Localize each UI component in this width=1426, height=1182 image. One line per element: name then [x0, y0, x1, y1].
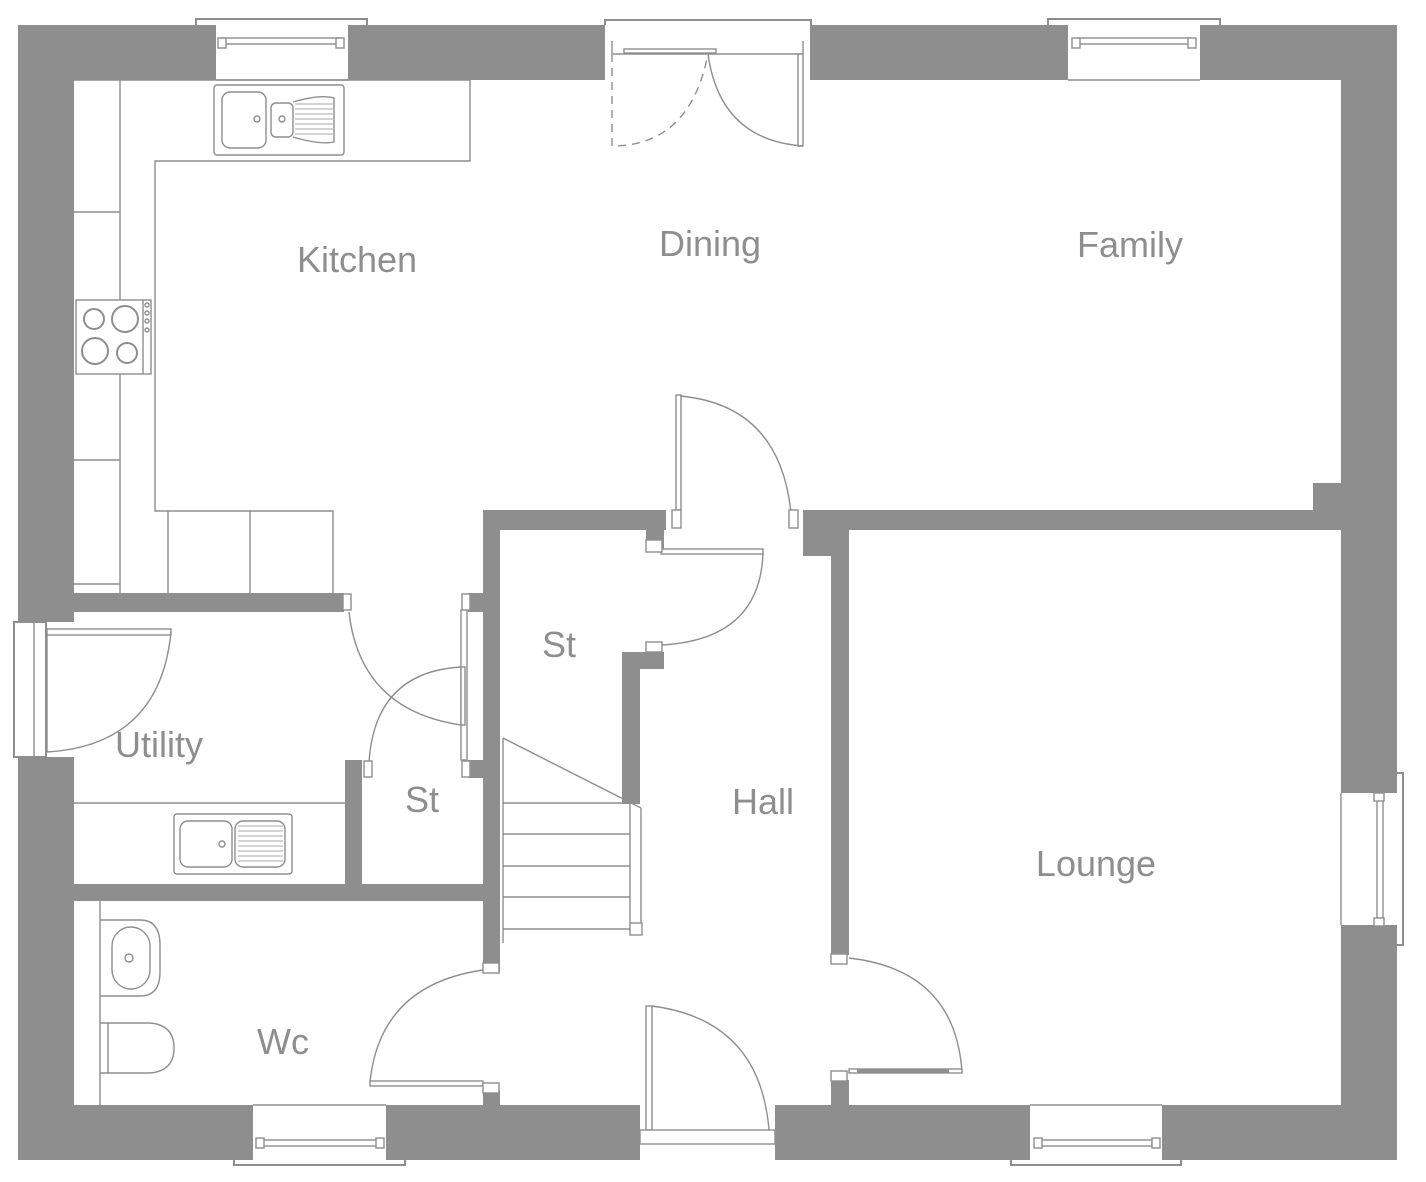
door-wc [369, 962, 500, 1094]
windows [195, 18, 1404, 1166]
outer-walls [18, 25, 1397, 1160]
room-label-hall: Hall [731, 781, 795, 822]
room-label-lounge: Lounge [1035, 843, 1157, 884]
room-label-utility: Utility [115, 724, 203, 765]
window-wc [233, 1104, 406, 1166]
kitchen-sink [213, 84, 345, 156]
window-kitchen [195, 18, 368, 81]
utility-sink [173, 813, 293, 875]
window-family [1047, 18, 1221, 81]
door-kitchen-utility [342, 593, 462, 726]
wc-basin [100, 919, 161, 997]
room-label-kitchen: Kitchen [296, 239, 418, 280]
window-lounge-front [1010, 1104, 1182, 1166]
room-label-store-upper: St [541, 624, 577, 665]
door-store-upper [645, 539, 764, 653]
toilet [100, 1022, 175, 1074]
window-lounge-side [1340, 772, 1404, 946]
doors [13, 394, 963, 1145]
door-lounge [830, 953, 963, 1082]
door-utility-external [13, 621, 172, 758]
door-dining-hall [671, 394, 799, 529]
room-label-dining: Dining [658, 223, 762, 264]
internal-walls [74, 483, 1341, 1105]
hob [75, 299, 152, 375]
patio-doors [604, 19, 812, 147]
staircase [502, 737, 643, 943]
room-label-family: Family [1077, 224, 1183, 265]
room-label-store-lower: St [404, 779, 440, 820]
door-store-lower [363, 593, 471, 778]
door-front [639, 1005, 776, 1145]
room-label-wc: Wc [257, 1021, 309, 1062]
